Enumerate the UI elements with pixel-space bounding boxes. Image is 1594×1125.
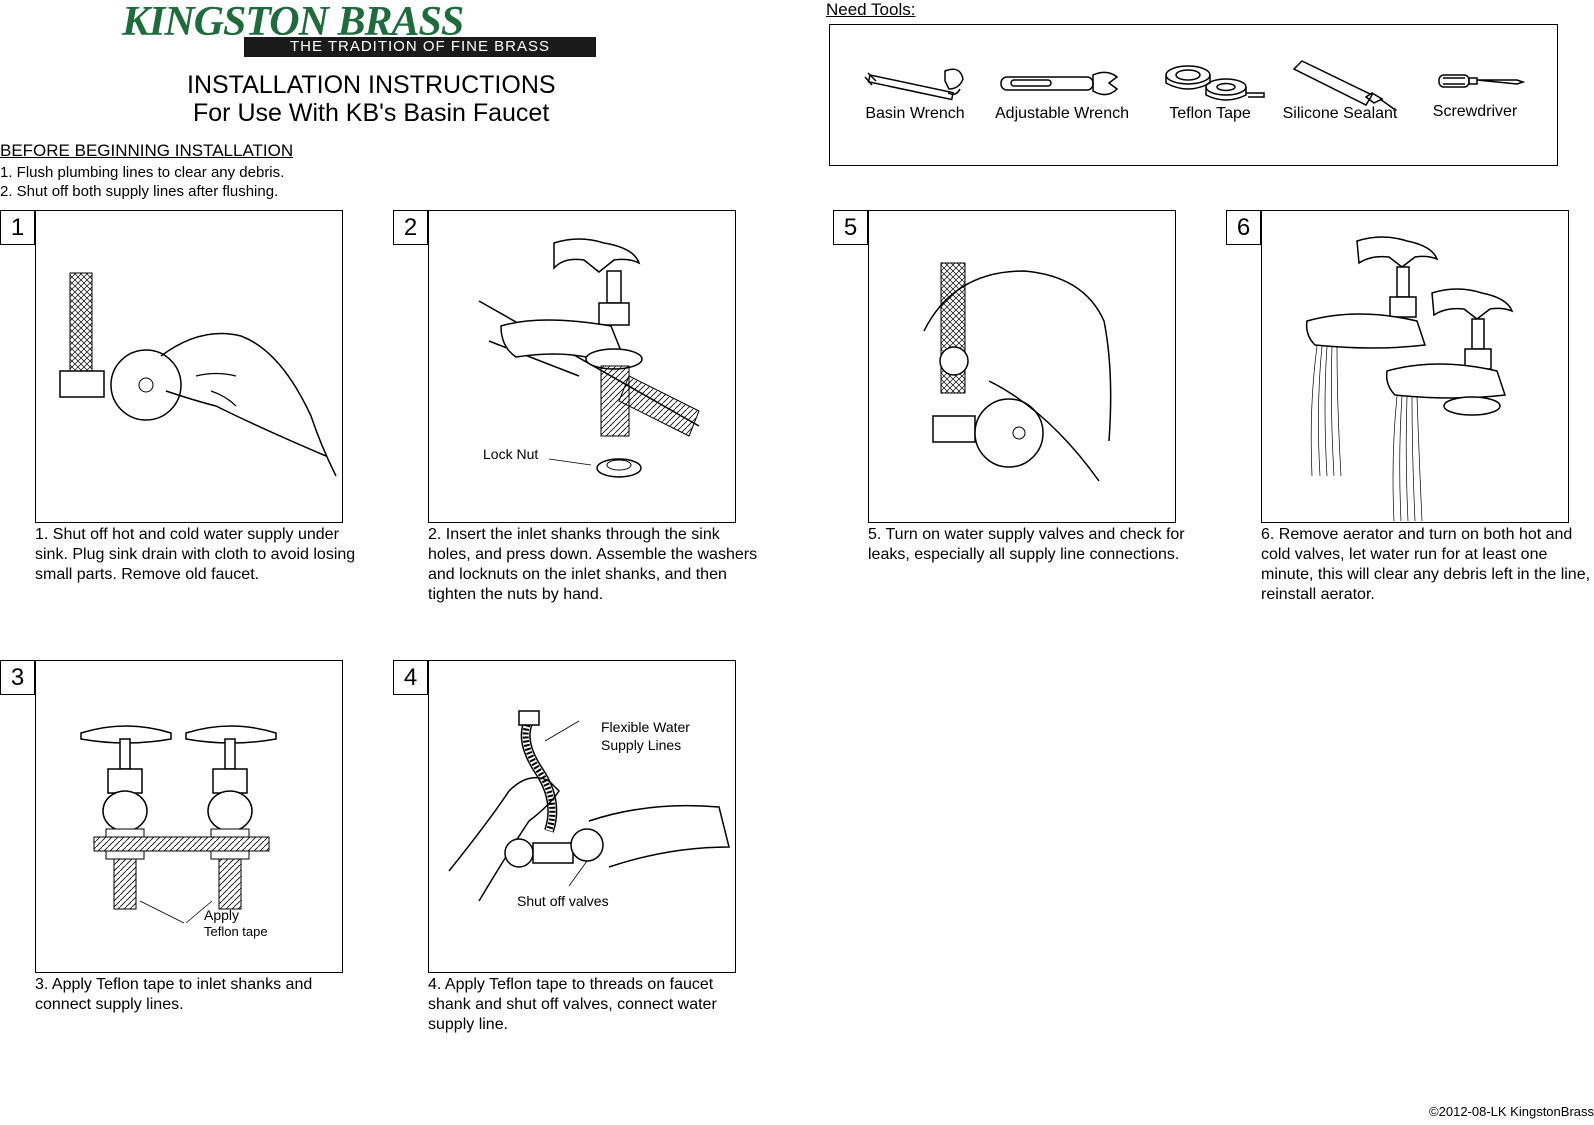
callout-label: Teflon tape: [204, 924, 268, 939]
callout-label: Shut off valves: [517, 893, 609, 909]
brand-logo: KINGSTON BRASS: [122, 0, 464, 45]
step-number: 6: [1226, 210, 1261, 245]
tool-label: Silicone Sealant: [1282, 105, 1398, 122]
step-6-illustration: [1261, 210, 1569, 523]
turn-on-valve-icon: [923, 262, 1112, 482]
step-caption: 6. Remove aerator and turn on both hot a…: [1261, 526, 1591, 603]
screwdriver-icon: [1438, 74, 1526, 88]
teflon-shanks-icon: [80, 725, 277, 924]
tool-label: Adjustable Wrench: [995, 105, 1129, 122]
callout-label: Lock Nut: [483, 446, 539, 462]
copyright: ©2012-08-LK KingstonBrass: [1429, 1104, 1594, 1119]
step-2-illustration: Lock Nut: [428, 210, 736, 523]
page-subtitle: For Use With KB's Basin Faucet: [193, 99, 550, 127]
step-number: 3: [0, 660, 35, 695]
tools-heading: Need Tools:: [826, 0, 916, 19]
step-number: 1: [0, 210, 35, 245]
step-5-illustration: [868, 210, 1176, 523]
step-caption: 1. Shut off hot and cold water supply un…: [35, 526, 356, 583]
step-4-illustration: Flexible Water Supply Lines Shut off val…: [428, 660, 736, 973]
callout-label: Apply: [204, 907, 240, 923]
step-3-illustration: Apply Teflon tape: [35, 660, 343, 973]
adjustable-wrench-icon: [1000, 71, 1119, 96]
shutoff-valve-hand-icon: [59, 272, 337, 477]
before-heading: BEFORE BEGINNING INSTALLATION: [0, 141, 294, 160]
tool-label: Screwdriver: [1432, 103, 1518, 120]
step-number: 5: [833, 210, 868, 245]
page-title: INSTALLATION INSTRUCTIONS: [187, 71, 556, 99]
teflon-tape-icon: [1165, 65, 1265, 101]
step-caption: 2. Insert the inlet shanks through the s…: [428, 526, 758, 603]
tool-label: Teflon Tape: [1169, 105, 1251, 122]
silicone-sealant-icon: [1292, 60, 1395, 110]
basin-wrench-icon: [864, 68, 964, 101]
step-number: 4: [393, 660, 428, 695]
step-number: 2: [393, 210, 428, 245]
step-caption: 4. Apply Teflon tape to threads on fauce…: [428, 976, 717, 1033]
step-caption: 3. Apply Teflon tape to inlet shanks and…: [35, 976, 313, 1013]
step-caption: 5. Turn on water supply valves and check…: [868, 526, 1185, 563]
callout-label: Flexible Water: [601, 719, 690, 735]
tool-label: Basin Wrench: [865, 105, 965, 122]
brand-tagline: THE TRADITION OF FINE BRASS: [244, 37, 596, 57]
tools-box: Basin Wrench Adjustable Wrench Teflon Ta…: [829, 24, 1558, 166]
supply-line-hand-icon: [448, 710, 730, 902]
running-faucet-icon: [1305, 236, 1514, 522]
callout-label: Supply Lines: [601, 737, 682, 753]
before-item: 1. Flush plumbing lines to clear any deb…: [0, 164, 285, 181]
faucet-insert-icon: [478, 238, 700, 478]
before-item: 2. Shut off both supply lines after flus…: [0, 183, 279, 200]
step-1-illustration: [35, 210, 343, 523]
